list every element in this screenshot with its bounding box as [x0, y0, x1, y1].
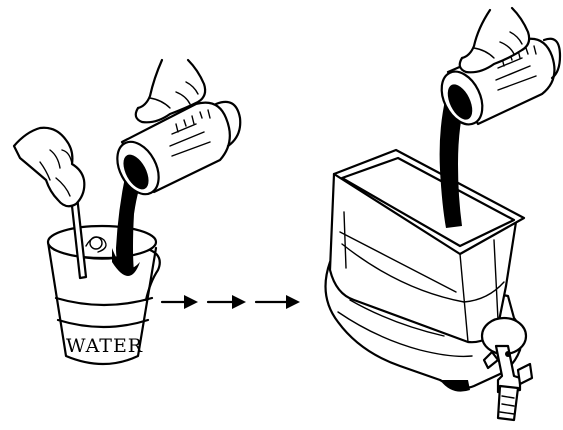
- water-label: WATER: [66, 335, 143, 357]
- water-bucket: WATER: [48, 226, 160, 364]
- stirring-hand: [14, 128, 84, 207]
- arrow-1: [162, 295, 198, 309]
- arrow-2: [208, 295, 246, 309]
- arrow-3: [256, 295, 300, 309]
- process-arrows: [162, 295, 300, 309]
- measuring-pitcher-left: [109, 102, 240, 201]
